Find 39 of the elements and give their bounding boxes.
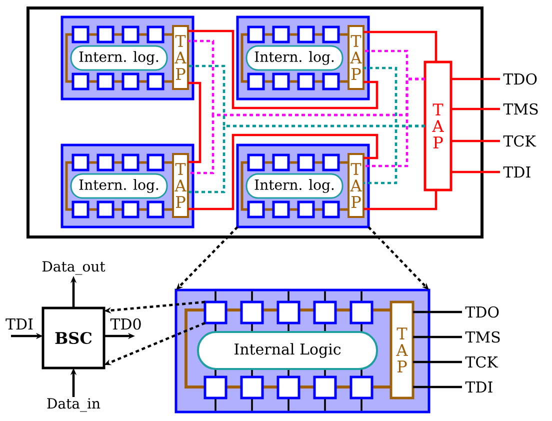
wire [188,134,378,210]
bsc-block: BSC [42,306,106,370]
dotted-arrow [368,226,429,290]
wire [188,30,378,110]
wire [451,108,500,110]
dashed-wire [364,78,425,168]
wire [451,170,500,174]
wire [413,310,462,314]
logic-block: Internal Logic [197,331,378,370]
wire [413,386,462,388]
tap-controller: T A P [172,25,189,90]
tap-controller: T A P [348,25,364,90]
pin-label: TDO [465,306,499,318]
pin-label: TCK [465,356,498,368]
wire [188,82,202,164]
pin-label: TMS [465,331,500,343]
tap-controller: T A P [424,60,452,192]
signal-label: Data_in [47,398,100,412]
wire [413,336,462,338]
signal-label: TD0 [110,318,141,330]
pin-label: TCK [503,135,536,147]
signal-label: Data_out [42,261,106,275]
wire [451,78,500,80]
tap-controller: T A P [172,153,189,218]
tap-controller: T A P [390,300,414,400]
wire [364,30,438,62]
pin-label: TDI [465,382,492,392]
pin-label: TDI [503,166,530,178]
tap-controller: T A P [348,153,364,218]
scan-cell [204,300,228,324]
dotted-arrow [176,226,238,290]
wire [364,190,438,210]
circuit-board [26,6,484,238]
signal-label: TDI [6,318,33,330]
wire [413,360,462,364]
wire [451,140,500,142]
pin-label: TDO [503,73,537,85]
dashed-wire [364,124,425,184]
pin-label: TMS [503,103,538,115]
